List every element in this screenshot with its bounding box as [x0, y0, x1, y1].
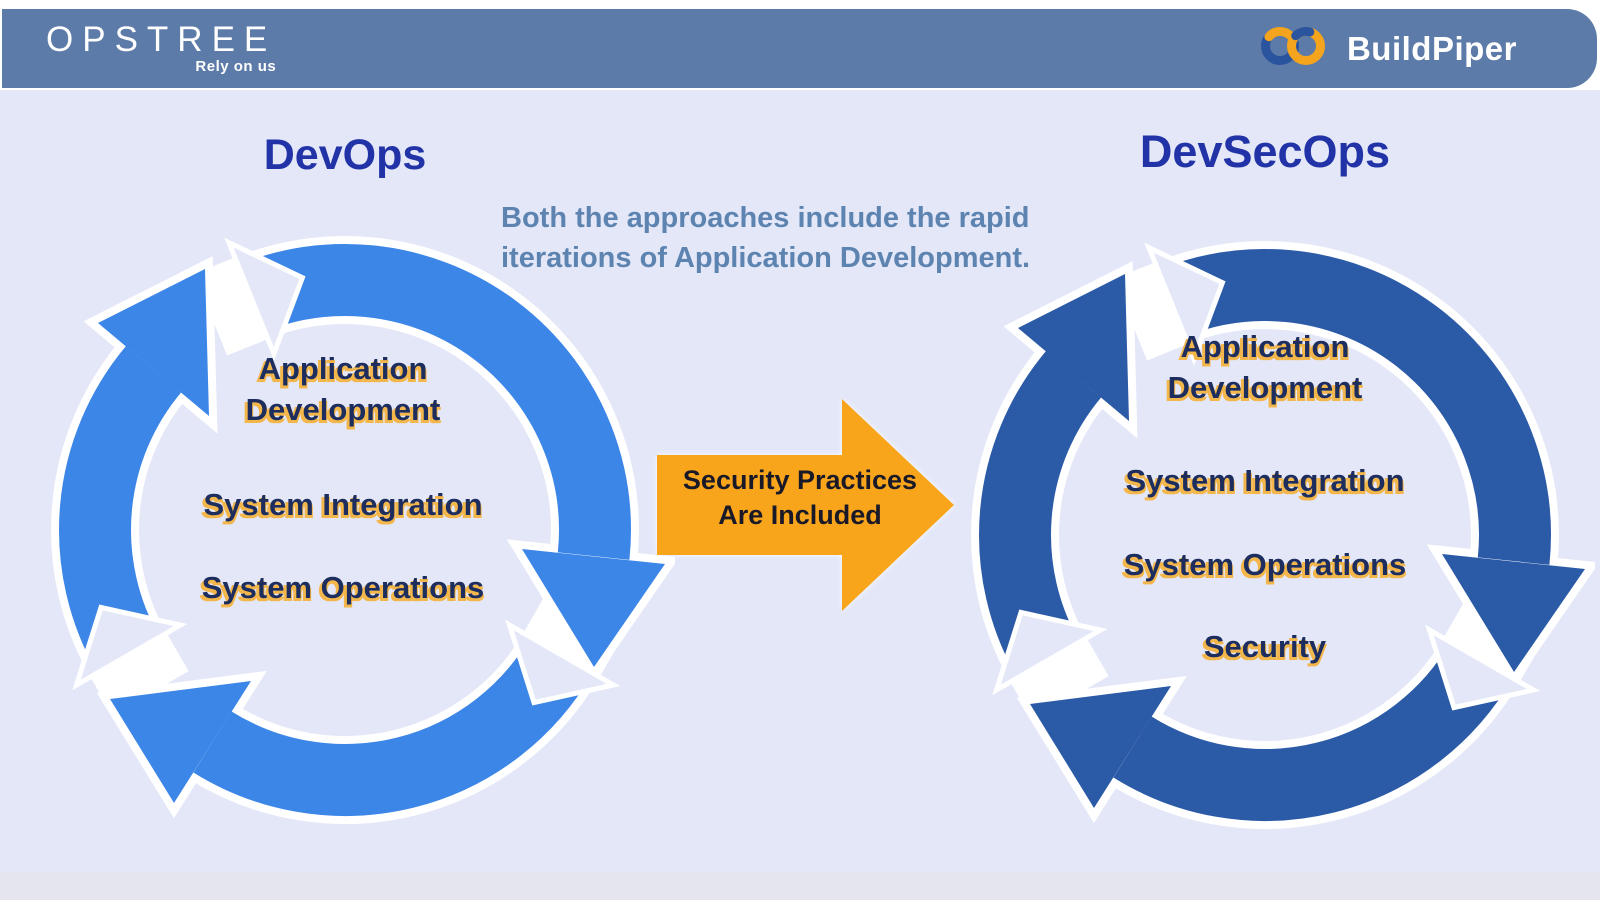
opstree-tagline: Rely on us [195, 58, 277, 75]
comparison-note-line1: Both the approaches include the rapid [501, 202, 1030, 234]
security-arrow-label-line2: Are Included [718, 500, 882, 530]
devops-items: Application Development System Integrati… [118, 348, 568, 608]
header-bar: OPSTREE Rely on us BuildPiper [2, 9, 1597, 88]
bottom-strip [0, 872, 1600, 900]
security-arrow-label-line1: Security Practices [682, 465, 918, 495]
buildpiper-logo: BuildPiper [1253, 17, 1517, 80]
cycle-tail-notches [992, 242, 1541, 711]
devops-cycle-arrows-icon [51, 236, 675, 824]
buildpiper-name: BuildPiper [1346, 29, 1517, 67]
opstree-logo: OPSTREE Rely on us [46, 22, 276, 75]
devops-item-system-integration: System Integration [203, 487, 483, 522]
devops-title: DevOps [263, 131, 427, 179]
devsecops-item-system-operations: System Operations [1123, 547, 1407, 582]
devsecops-items: Application Development System Integrati… [1040, 326, 1490, 667]
security-arrow-icon [657, 399, 954, 611]
comparison-note-line2: iterations of Application Development. [501, 242, 1031, 274]
cycle-tail-notches [72, 237, 621, 706]
opstree-logo-text: OPSTREE [46, 20, 277, 59]
devops-item-application-development: Application Development [245, 351, 441, 427]
comparison-note: Both the approaches include the rapid it… [501, 198, 1030, 278]
buildpiper-rings-icon [1253, 17, 1333, 80]
devsecops-item-system-integration: System Integration [1125, 463, 1405, 498]
devsecops-title: DevSecOps [1139, 126, 1391, 177]
devsecops-cycle-arrows-icon [971, 241, 1595, 829]
devsecops-item-application-development: Application Development [1167, 329, 1363, 405]
devsecops-item-security: Security [1203, 629, 1327, 664]
security-arrow-label: Security Practices Are Included [655, 463, 945, 533]
devops-item-system-operations: System Operations [201, 570, 485, 605]
